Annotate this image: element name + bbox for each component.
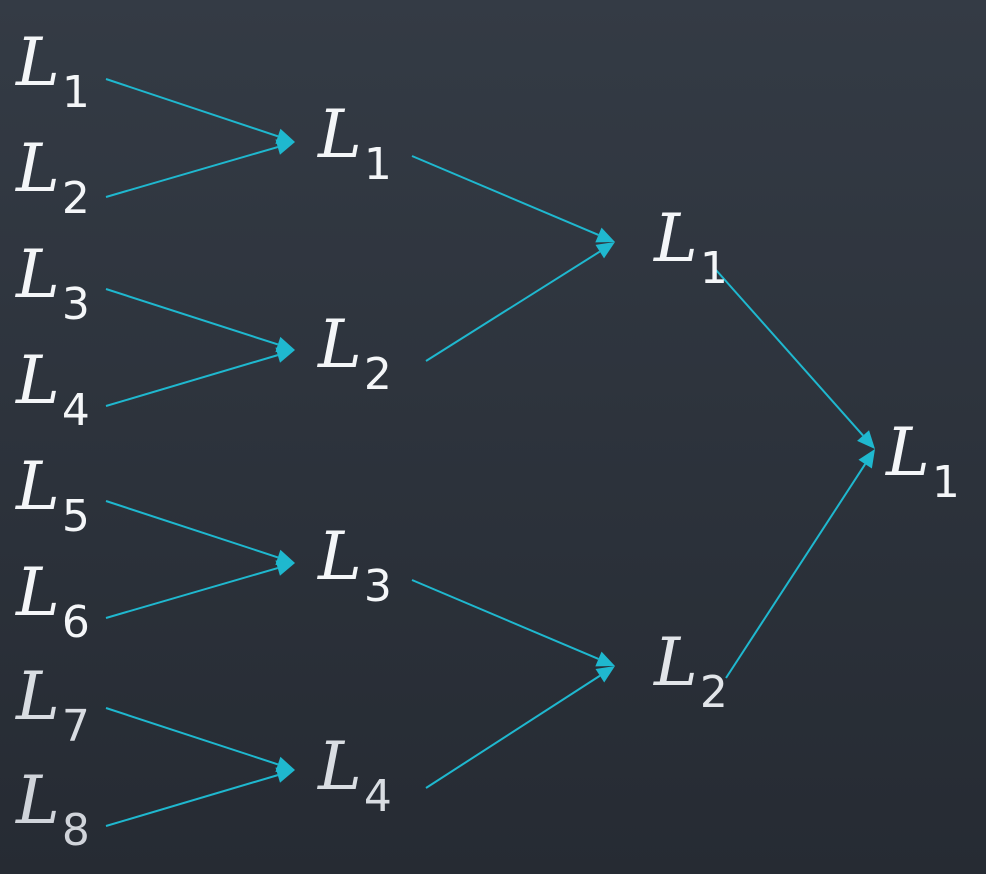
- node-symbol: L: [16, 236, 60, 313]
- node-level0-2: L2: [16, 136, 90, 221]
- node-symbol: L: [16, 24, 60, 101]
- node-level0-1: L1: [16, 30, 90, 115]
- arrowhead-l0n6-to-l1n3: [275, 560, 295, 576]
- node-symbol: L: [16, 554, 60, 631]
- node-symbol: L: [16, 448, 60, 525]
- arrowhead-l1n3-to-l2n2: [595, 651, 615, 667]
- node-symbol: L: [318, 728, 362, 805]
- node-level1-1: L1: [318, 102, 392, 187]
- node-level1-4: L4: [318, 734, 392, 819]
- arrowhead-l2n1-to-l3n1: [857, 430, 875, 449]
- node-index: 3: [363, 561, 392, 612]
- arrowhead-l1n4-to-l2n2: [595, 666, 615, 683]
- node-index: 8: [61, 805, 90, 856]
- edge-l0n1-to-l1n1: [105, 78, 279, 138]
- node-index: 6: [61, 597, 90, 648]
- arrowhead-l0n2-to-l1n1: [275, 139, 295, 155]
- edge-l1n4-to-l2n2: [425, 674, 601, 789]
- edge-l0n8-to-l1n4: [105, 774, 279, 827]
- node-index: 1: [931, 457, 960, 508]
- node-index: 2: [363, 349, 392, 400]
- node-symbol: L: [16, 762, 60, 839]
- node-level1-2: L2: [318, 312, 392, 397]
- node-index: 1: [363, 139, 392, 190]
- node-index: 7: [61, 701, 90, 752]
- node-index: 1: [61, 67, 90, 118]
- node-symbol: L: [886, 414, 930, 491]
- edge-l0n5-to-l1n3: [105, 500, 279, 559]
- node-level0-6: L6: [16, 560, 90, 645]
- node-symbol: L: [318, 518, 362, 595]
- node-level2-2: L2: [654, 630, 728, 715]
- node-level2-1: L1: [654, 206, 728, 291]
- edge-l1n2-to-l2n1: [425, 250, 601, 362]
- node-symbol: L: [16, 658, 60, 735]
- edge-l0n2-to-l1n1: [105, 146, 278, 198]
- node-level3-1: L1: [886, 420, 960, 505]
- arrowhead-l0n8-to-l1n4: [275, 767, 295, 783]
- node-index: 2: [699, 667, 728, 718]
- node-symbol: L: [654, 624, 698, 701]
- node-level0-4: L4: [16, 348, 90, 433]
- node-index: 3: [61, 279, 90, 330]
- node-index: 1: [699, 243, 728, 294]
- edge-l0n7-to-l1n4: [105, 707, 279, 766]
- node-index: 4: [363, 771, 392, 822]
- node-level0-7: L7: [16, 664, 90, 749]
- edge-l0n3-to-l1n2: [105, 288, 279, 346]
- edge-l0n4-to-l1n2: [105, 354, 279, 407]
- node-symbol: L: [654, 200, 698, 277]
- node-symbol: L: [318, 96, 362, 173]
- node-symbol: L: [318, 306, 362, 383]
- edge-l2n1-to-l3n1: [715, 269, 864, 437]
- node-level0-5: L5: [16, 454, 90, 539]
- node-level0-3: L3: [16, 242, 90, 327]
- node-index: 2: [61, 173, 90, 224]
- edge-l0n6-to-l1n3: [105, 567, 278, 619]
- edge-l2n2-to-l3n1: [725, 463, 867, 679]
- node-level1-3: L3: [318, 524, 392, 609]
- node-symbol: L: [16, 342, 60, 419]
- node-level0-8: L8: [16, 768, 90, 853]
- node-symbol: L: [16, 130, 60, 207]
- edge-l1n3-to-l2n2: [411, 579, 599, 660]
- arrowhead-l1n1-to-l2n1: [595, 227, 615, 243]
- node-index: 5: [61, 491, 90, 542]
- arrowhead-l1n2-to-l2n1: [595, 242, 615, 259]
- node-index: 4: [61, 385, 90, 436]
- arrowhead-l2n2-to-l3n1: [858, 449, 875, 469]
- edge-l1n1-to-l2n1: [411, 155, 599, 236]
- arrowhead-l0n4-to-l1n2: [275, 347, 295, 363]
